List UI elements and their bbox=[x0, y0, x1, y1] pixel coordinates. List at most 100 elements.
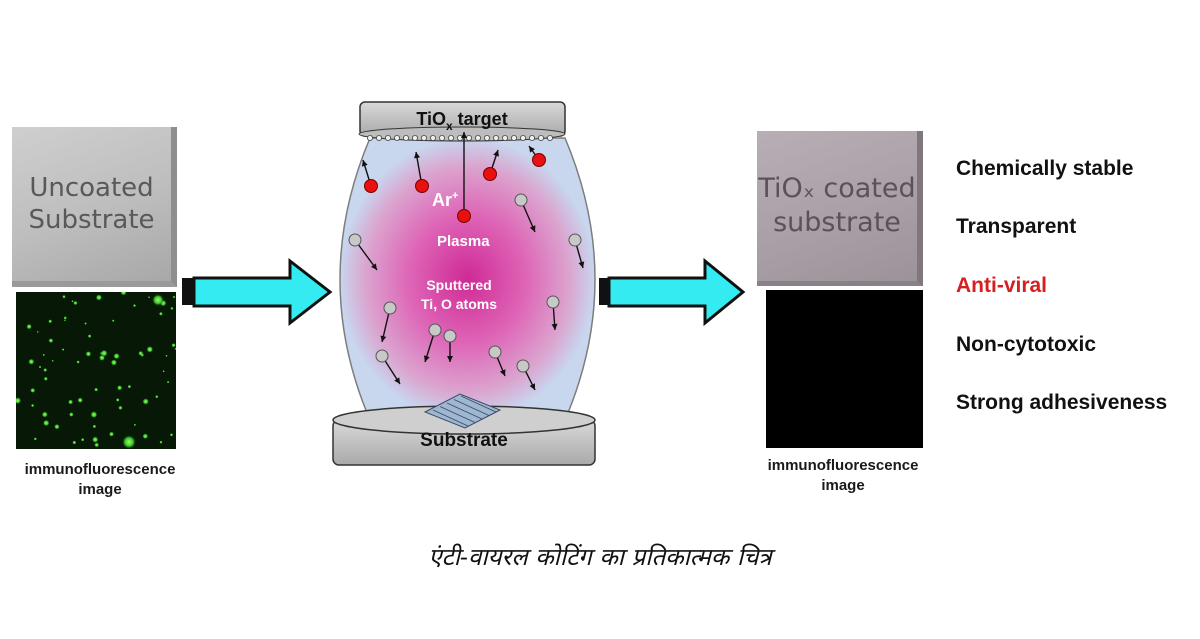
right-caption-line1: immunofluorescence bbox=[767, 457, 919, 474]
substrate-grid-line bbox=[460, 395, 497, 413]
atom-arrow-head bbox=[499, 369, 506, 376]
target-atom bbox=[537, 135, 544, 142]
fluorescent-spot bbox=[120, 292, 127, 296]
green-micrograph-image bbox=[16, 292, 176, 449]
fluorescent-spot bbox=[142, 398, 149, 405]
atom-arrow-head bbox=[447, 356, 453, 362]
atom-arrow-head bbox=[371, 263, 377, 270]
argon-ion bbox=[364, 179, 378, 193]
target-atom bbox=[367, 135, 374, 142]
arrow-to-chamber bbox=[182, 257, 333, 327]
fluorescent-spot bbox=[174, 347, 176, 350]
fluorescent-spot bbox=[68, 399, 74, 405]
substrate-holder bbox=[332, 393, 596, 466]
target-atom bbox=[510, 135, 517, 142]
ion-arrow-head bbox=[414, 152, 420, 159]
fluorescent-spot bbox=[127, 384, 132, 389]
fluorescent-spot bbox=[159, 440, 163, 444]
sputtered-atom bbox=[383, 301, 397, 315]
target-atom bbox=[430, 135, 437, 142]
fluorescent-spot bbox=[16, 397, 22, 405]
uncoated-label-line2: Substrate bbox=[28, 205, 155, 235]
uncoated-label-line1: Uncoated bbox=[29, 172, 154, 203]
fluorescent-spot bbox=[115, 398, 120, 402]
fluorescent-spot bbox=[146, 346, 154, 353]
ion-arrow-head bbox=[361, 160, 368, 167]
fluorescent-spot bbox=[54, 423, 60, 430]
fluorescent-spot bbox=[122, 435, 136, 449]
fluorescent-spot bbox=[95, 294, 103, 301]
fluorescent-spot bbox=[26, 323, 32, 330]
argon-ion bbox=[415, 179, 429, 193]
sputtered-atom bbox=[516, 359, 530, 373]
sputtered-atom bbox=[568, 233, 582, 247]
fluorescent-spot bbox=[72, 440, 77, 445]
sputtered-atom bbox=[375, 349, 389, 363]
target-atom bbox=[412, 135, 419, 142]
fluorescent-spot bbox=[38, 365, 42, 369]
substrate-grid-line bbox=[453, 399, 490, 416]
ion-label: Ar+ bbox=[432, 190, 458, 210]
fluorescent-spot bbox=[41, 411, 48, 418]
fluorescent-spot bbox=[76, 360, 80, 364]
fluorescent-spot bbox=[165, 354, 168, 357]
target-atom bbox=[385, 135, 392, 142]
plasma-label: Plasma bbox=[437, 233, 490, 250]
atom-arrow-head bbox=[394, 377, 400, 384]
property-chemically-stable: Chemically stable bbox=[956, 157, 1134, 180]
fluorescent-spot bbox=[63, 319, 66, 322]
property-anti-viral: Anti-viral bbox=[956, 274, 1048, 297]
property-transparent: Transparent bbox=[956, 215, 1077, 238]
fluorescent-spot bbox=[62, 294, 66, 299]
target-atom bbox=[501, 135, 508, 142]
fluorescent-spot bbox=[94, 442, 100, 448]
target-atom bbox=[439, 135, 446, 142]
target-atom bbox=[519, 135, 526, 142]
right-caption-line2: image bbox=[821, 477, 865, 495]
fluorescent-spot bbox=[92, 436, 99, 443]
right-caption: immunofluorescence image bbox=[748, 456, 938, 497]
sputtered-atom bbox=[428, 323, 442, 337]
uncoated-substrate: Uncoated Substrate bbox=[12, 127, 177, 287]
fluorescent-spot bbox=[116, 385, 123, 391]
fluorescent-spot bbox=[92, 424, 97, 429]
fluorescent-spot bbox=[43, 368, 48, 372]
atom-arrow-head bbox=[380, 335, 387, 342]
fluorescent-spot bbox=[80, 437, 85, 442]
target-atom bbox=[465, 135, 472, 142]
sputtered-atom bbox=[514, 193, 528, 207]
fluorescent-spot bbox=[152, 294, 164, 306]
atom-arrow-head bbox=[423, 355, 430, 362]
left-caption-line1: immunofluorescence bbox=[24, 461, 176, 478]
atom-arrow-head bbox=[529, 225, 536, 232]
fluorescent-spot bbox=[132, 304, 137, 308]
ion-arrow-head bbox=[493, 150, 499, 157]
fluorescent-spot bbox=[155, 395, 159, 399]
fluorescent-spot bbox=[118, 405, 123, 410]
fluorescent-spot bbox=[68, 412, 74, 417]
target-atom bbox=[528, 135, 535, 142]
fluorescent-spot bbox=[172, 295, 176, 299]
fluorescent-spot bbox=[48, 319, 53, 324]
argon-ion bbox=[483, 167, 497, 181]
fluorescent-spot bbox=[94, 387, 99, 392]
fluorescent-spot bbox=[85, 351, 92, 357]
target-label: TiOx target bbox=[416, 109, 507, 133]
atoms-label-line2: Ti, O atoms bbox=[421, 296, 497, 312]
fluorescent-spot bbox=[166, 380, 170, 384]
fluorescent-spot bbox=[33, 437, 37, 441]
fluorescent-spot bbox=[138, 350, 144, 356]
fluorescent-spot bbox=[77, 397, 83, 403]
property-strong-adhesiveness: Strong adhesiveness bbox=[956, 391, 1168, 414]
fluorescent-spot bbox=[113, 352, 120, 360]
fluorescent-spot bbox=[28, 358, 35, 365]
atom-arrow-head bbox=[529, 383, 535, 390]
target-atom bbox=[403, 135, 410, 142]
target-atom bbox=[474, 135, 481, 142]
sputtered-atom bbox=[488, 345, 502, 359]
substrate-grid-line bbox=[432, 409, 469, 427]
fluorescent-spot bbox=[63, 316, 67, 320]
fluorescent-spot bbox=[171, 343, 176, 348]
fluorescent-spot bbox=[30, 403, 35, 408]
fluorescent-spot bbox=[73, 300, 78, 306]
